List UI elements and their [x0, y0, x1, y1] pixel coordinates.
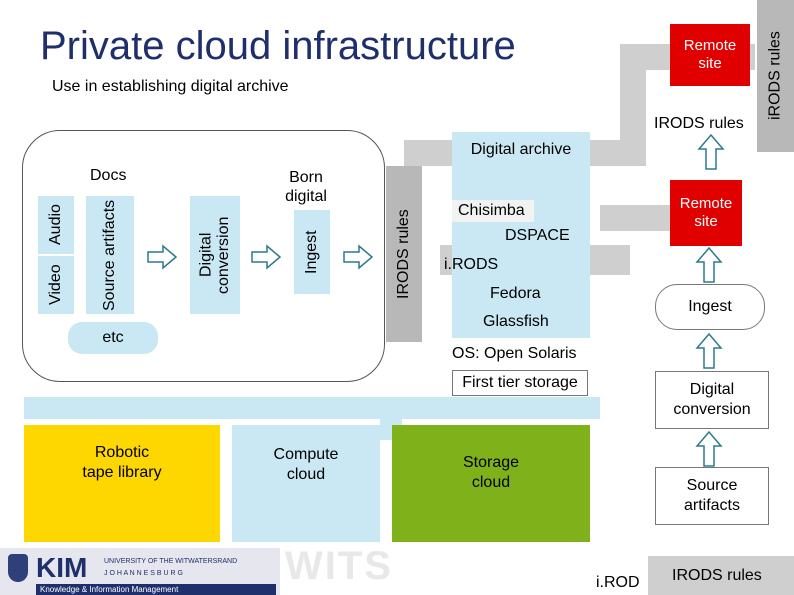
- irods-rules-top-label: IRODS rules: [654, 115, 744, 132]
- footer-university: UNIVERSITY OF THE WITWATERSRAND: [104, 558, 238, 565]
- page-subtitle: Use in establishing digital archive: [52, 78, 289, 95]
- robotic-tape-library-label: Robotic tape library: [82, 444, 162, 481]
- up-arrow-icon: [697, 133, 725, 170]
- digital-archive-box: Digital archive: [452, 132, 590, 198]
- crest-icon: [8, 554, 28, 582]
- digital-conversion-tile: Digital conversion: [190, 196, 240, 314]
- docs-label: Docs: [90, 167, 127, 184]
- storage-cloud-box: Storage cloud: [392, 425, 590, 542]
- wits-watermark: WITS: [285, 544, 393, 588]
- ingest-tile: Ingest: [294, 210, 330, 294]
- irods-label: i.RODS: [444, 256, 499, 273]
- footer-city: J O H A N N E S B U R G: [104, 570, 183, 577]
- remote-site-top: Remote site: [670, 24, 750, 86]
- compute-cloud-box: Compute cloud: [232, 425, 380, 542]
- source-artifacts-tile: Source artifacts: [86, 196, 134, 314]
- ingest-label: Ingest: [303, 230, 321, 274]
- up-arrow-icon: [695, 246, 723, 283]
- source-artifacts-box: Source artifacts: [655, 467, 769, 525]
- glassfish-label: Glassfish: [483, 313, 549, 330]
- footer-tagline: Knowledge & Information Management: [40, 585, 179, 594]
- right-grey-connector: [600, 205, 670, 231]
- right-arrow-icon: [251, 244, 282, 270]
- footer-banner: KIM UNIVERSITY OF THE WITWATERSRAND J O …: [0, 544, 794, 595]
- irods-rules-bottom-box: [648, 556, 794, 595]
- audio-label: Audio: [47, 204, 65, 246]
- video-tile: Video: [38, 256, 74, 314]
- right-arrow-icon: [343, 244, 374, 270]
- os-label: OS: Open Solaris: [452, 345, 577, 362]
- robotic-tape-library-box: Robotic tape library: [24, 425, 220, 542]
- dspace-label: DSPACE: [505, 227, 570, 244]
- top-grey-vertical: [620, 44, 646, 154]
- chisimba-box: Chisimba: [452, 200, 534, 222]
- right-arrow-icon: [147, 244, 178, 270]
- ingest-group-frame: [22, 130, 385, 382]
- footer-tagline-bar: [36, 584, 276, 595]
- ingest-box: Ingest: [655, 284, 765, 330]
- digital-archive-label: Digital archive: [470, 141, 572, 158]
- remote-site-right: Remote site: [670, 180, 742, 246]
- irods-partial-label: i.ROD: [596, 574, 640, 591]
- up-arrow-icon: [695, 332, 723, 369]
- storage-tier-bar: [24, 397, 600, 419]
- irods-rules-vertical-top: iRODS rules: [757, 0, 794, 152]
- etc-tile: etc: [68, 322, 158, 354]
- digital-conversion-box: Digital conversion: [655, 371, 769, 429]
- page-title: Private cloud infrastructure: [40, 24, 516, 68]
- digital-conversion-label: Digital conversion: [197, 216, 232, 294]
- irods-rules-vertical-left: IRODS rules: [386, 166, 422, 342]
- fedora-label: Fedora: [490, 285, 541, 302]
- storage-cloud-label: Storage cloud: [462, 454, 520, 491]
- source-artifacts-label: Source artifacts: [101, 199, 119, 311]
- irods-rules-bottom-label: IRODS rules: [672, 567, 762, 584]
- compute-cloud-label: Compute cloud: [273, 446, 339, 483]
- born-digital-label: Born digital: [285, 169, 327, 206]
- first-tier-storage-box: First tier storage: [452, 370, 588, 396]
- audio-tile: Audio: [38, 196, 74, 254]
- etc-label: etc: [102, 329, 124, 346]
- video-label: Video: [47, 264, 65, 306]
- kim-logo: KIM: [36, 552, 88, 583]
- up-arrow-icon: [695, 430, 723, 467]
